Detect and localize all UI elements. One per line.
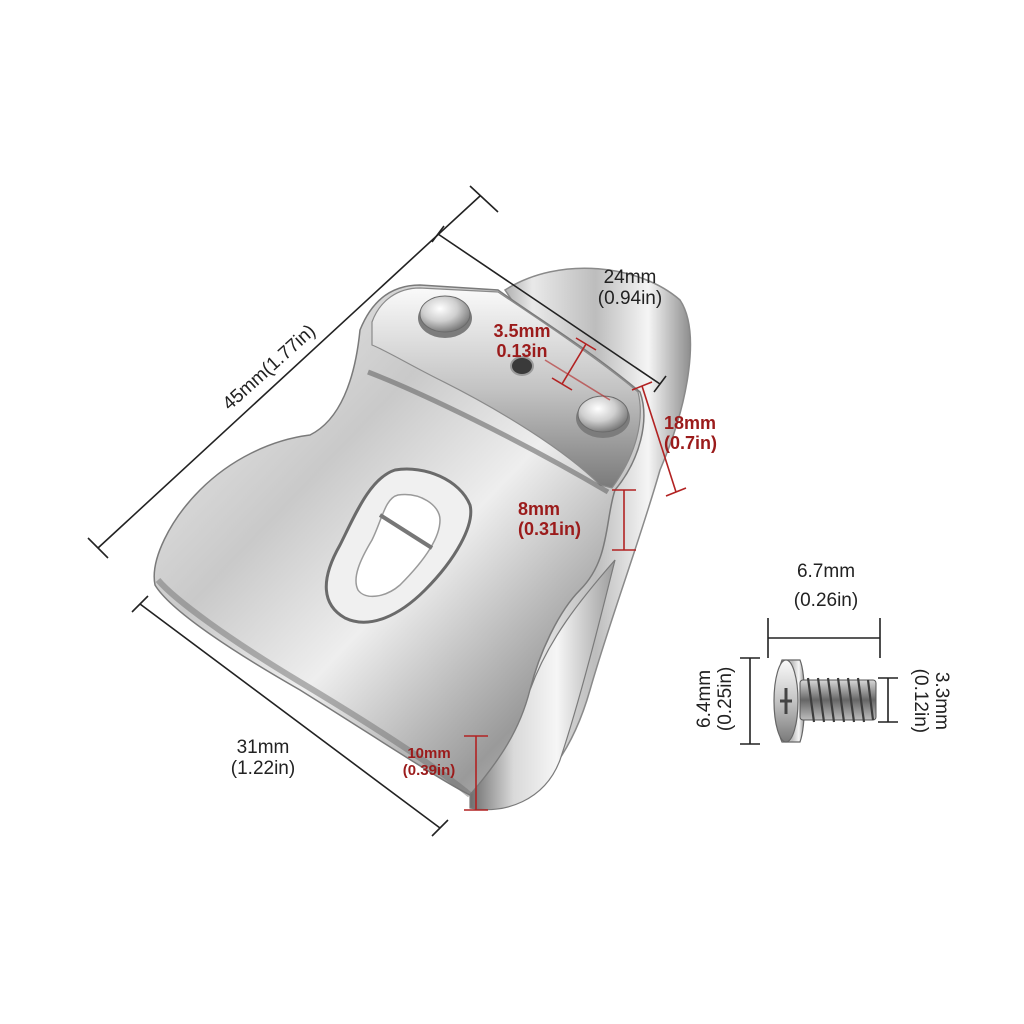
- phillips-cross: [780, 688, 792, 714]
- dim-6-4mm-mm: 6.4mm: [694, 669, 716, 728]
- screw-hole: [510, 356, 534, 376]
- dim-8mm-in: (0.31in): [518, 518, 582, 539]
- clip-slot-inner: [355, 493, 441, 597]
- screw-illustration: [773, 659, 877, 743]
- dim-31mm-mm: 31mm: [236, 737, 290, 758]
- dim-6-7mm-mm: 6.7mm: [796, 561, 856, 582]
- clip-left-edge-shade: [155, 578, 472, 798]
- dim-label-18mm: 18mm (0.7in): [664, 413, 754, 454]
- dim-3-5mm-in: 0.13in: [496, 340, 548, 361]
- dim-tick: [131, 595, 149, 613]
- dim-31mm-in: (1.22in): [230, 757, 296, 779]
- dim-3-3mm-mm: 3.3mm: [930, 671, 952, 730]
- rivet-bottom: [576, 395, 630, 438]
- dim-line-24mm: [437, 233, 661, 385]
- dim-18mm-in: (0.7in): [664, 432, 718, 453]
- dim-label-8mm: 8mm (0.31in): [518, 499, 618, 540]
- dim-tick: [551, 377, 573, 391]
- dim-10mm-mm: 10mm: [407, 745, 451, 762]
- dim-label-6-4mm: 6.4mm (0.25in): [694, 639, 737, 759]
- dim-tick: [653, 375, 667, 393]
- dim-guide: [544, 359, 611, 401]
- dim-10mm-in: (0.39in): [402, 761, 456, 779]
- dim-line-18mm: [641, 385, 677, 493]
- clip-top-tab: [371, 287, 641, 489]
- dim-label-3-3mm: 3.3mm (0.12in): [909, 641, 952, 761]
- dim-tick: [87, 537, 109, 559]
- dim-label-10mm: 10mm (0.39in): [388, 745, 470, 779]
- dim-tick: [431, 225, 445, 243]
- dim-3-5mm-mm: 3.5mm: [493, 321, 551, 341]
- belt-clip-illustration: [153, 267, 692, 811]
- dim-6-7mm-in: (0.26in): [793, 589, 859, 611]
- dim-tick: [431, 819, 449, 837]
- dim-6-4mm-in: (0.25in): [715, 666, 736, 732]
- dim-line-3-5mm: [561, 343, 587, 385]
- dim-label-24mm: 24mm (0.94in): [580, 267, 680, 310]
- screw-threads: [806, 677, 875, 723]
- dim-24mm-in: (0.94in): [597, 287, 663, 309]
- rivet-top: [418, 295, 472, 338]
- dim-line-45mm: [97, 195, 481, 549]
- clip-bend-shadow: [367, 369, 610, 495]
- dim-tick: [469, 185, 499, 213]
- dim-24mm-mm: 24mm: [603, 267, 657, 288]
- dimension-lines-red: [464, 337, 687, 811]
- dim-label-31mm: 31mm (1.22in): [208, 737, 318, 780]
- dim-tick: [575, 337, 597, 351]
- slot-edge-highlight: [378, 513, 434, 550]
- dim-8mm-mm: 8mm: [518, 499, 561, 519]
- dim-tick: [631, 381, 653, 391]
- dim-label-6-7mm: 6.7mm (0.26in): [770, 561, 882, 612]
- dim-label-3-5mm: 3.5mm 0.13in: [474, 321, 570, 362]
- dimension-lines-black: [87, 185, 898, 837]
- dim-18mm-mm: 18mm: [664, 413, 717, 433]
- dim-line-31mm: [139, 603, 441, 829]
- clip-bottom-curl: [469, 559, 616, 811]
- dim-3-3mm-in: (0.12in): [910, 668, 931, 734]
- dim-tick: [665, 487, 687, 497]
